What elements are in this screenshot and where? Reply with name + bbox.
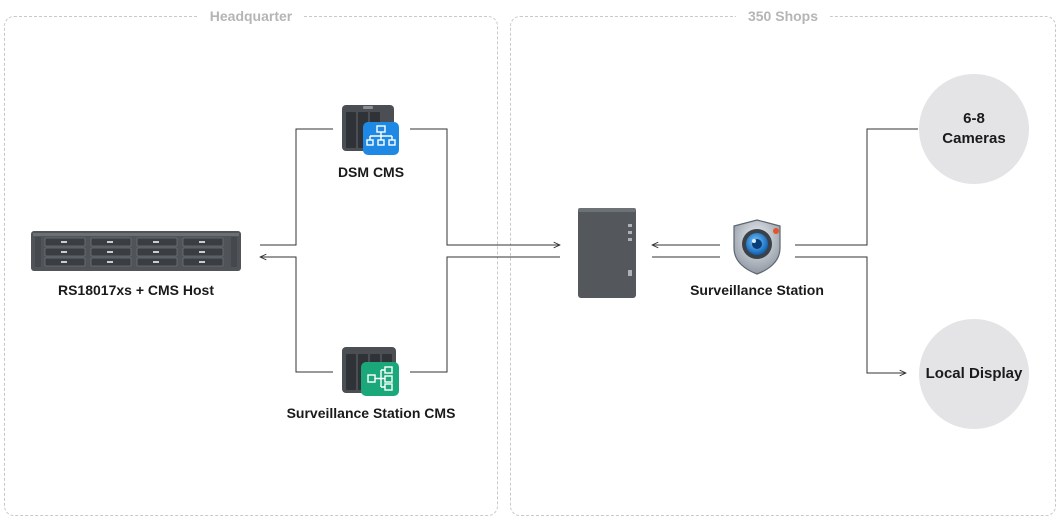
link-host-dsm-cms (260, 128, 333, 246)
local-display-node: Local Display (919, 319, 1029, 429)
shops-title: 350 Shops (735, 8, 831, 24)
link-ss-display (795, 256, 906, 373)
link-dsm-cms-nas (410, 128, 560, 245)
nas-tower-icon (578, 208, 638, 305)
rack-server-icon (31, 231, 241, 276)
link-nas-sscms (410, 256, 560, 373)
headquarter-zone: Headquarter (4, 8, 498, 516)
shops-zone: 350 Shops (510, 8, 1056, 516)
surveillance-camera-icon (728, 218, 786, 281)
cameras-label: 6-8 Cameras (942, 110, 1006, 147)
local-display-label: Local Display (925, 365, 1023, 382)
link-cameras-ss (795, 128, 918, 246)
dsm-cms-icon (341, 104, 401, 161)
surveillance-station-label: Surveillance Station (690, 282, 824, 298)
ss-cms-label: Surveillance Station CMS (286, 405, 456, 421)
dsm-cms-label: DSM CMS (337, 164, 405, 180)
surveillance-cms-icon (341, 346, 401, 403)
hq-host-label: RS18017xs + CMS Host (57, 282, 215, 298)
headquarter-title: Headquarter (197, 8, 305, 24)
link-sscms-host (260, 257, 333, 373)
cameras-node: 6-8 Cameras (919, 74, 1029, 184)
